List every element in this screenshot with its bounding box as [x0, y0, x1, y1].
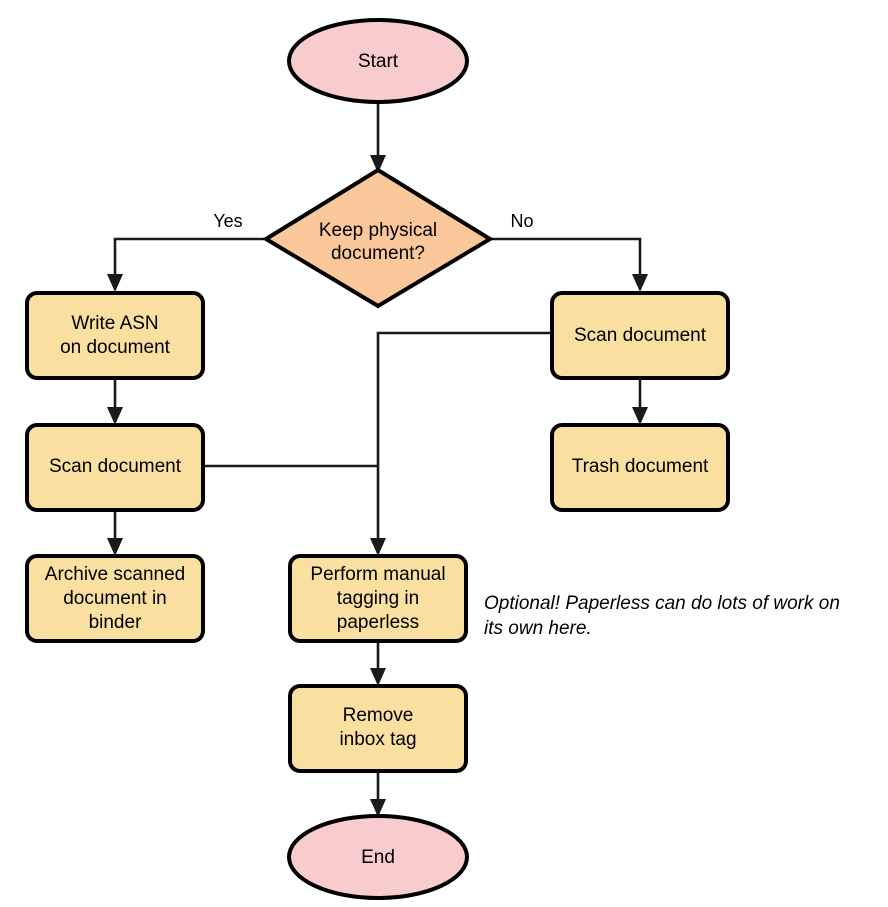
node-write-asn-on-document[interactable]: Write ASN on document [25, 291, 205, 380]
node-trash-document-label: Trash document [572, 456, 709, 477]
edge-scan-left-to-archive [107, 510, 123, 556]
edge-scan-right-to-trash [632, 378, 648, 425]
annotation-optional-line1: Optional! Paperless can do lots of work … [484, 593, 840, 614]
node-archive-label-line2: document in [63, 588, 167, 609]
node-tagging-label-line1: Perform manual [310, 564, 445, 585]
edge-label-yes: Yes [213, 211, 242, 231]
node-decision-keep-physical-document[interactable]: Keep physical document? [262, 167, 494, 309]
node-remove-inbox-label-line1: Remove [343, 705, 414, 726]
edge-start-to-decision [370, 100, 386, 173]
node-write-asn-label-line2: on document [60, 337, 171, 358]
node-scan-document-right[interactable]: Scan document [550, 291, 730, 380]
node-end-label: End [361, 847, 395, 868]
node-decision-label-line2: document? [331, 243, 425, 264]
node-end[interactable]: End [287, 814, 469, 900]
node-perform-manual-tagging[interactable]: Perform manual tagging in paperless [288, 554, 468, 643]
node-archive-label-line3: binder [89, 612, 142, 633]
edge-remove-inbox-to-end [370, 771, 386, 817]
node-tagging-label-line2: tagging in [337, 588, 419, 609]
node-remove-inbox-tag[interactable]: Remove inbox tag [288, 684, 468, 773]
node-archive-scanned-document[interactable]: Archive scanned document in binder [25, 554, 205, 643]
node-archive-label-line1: Archive scanned [45, 564, 185, 585]
edge-decision-no-to-scan-right [491, 237, 648, 292]
node-start-label: Start [358, 51, 399, 72]
node-remove-inbox-label-line2: inbox tag [339, 729, 416, 750]
node-write-asn-label-line1: Write ASN [71, 313, 158, 334]
node-tagging-label-line3: paperless [337, 612, 419, 633]
node-start[interactable]: Start [287, 18, 469, 104]
edge-scan-right-to-tagging [370, 331, 552, 556]
node-scan-document-left-label: Scan document [49, 456, 182, 477]
node-decision-label-line1: Keep physical [319, 220, 437, 241]
node-scan-document-left[interactable]: Scan document [25, 423, 205, 512]
node-trash-document[interactable]: Trash document [550, 423, 730, 512]
edge-write-asn-to-scan-left [107, 378, 123, 425]
edge-decision-yes-to-write-asn [107, 237, 264, 292]
node-scan-document-right-label: Scan document [574, 325, 707, 346]
edge-tagging-to-remove-inbox [370, 641, 386, 686]
annotation-optional-note: Optional! Paperless can do lots of work … [484, 593, 840, 639]
annotation-optional-line2: its own here. [484, 618, 592, 639]
edge-label-no: No [510, 211, 533, 231]
